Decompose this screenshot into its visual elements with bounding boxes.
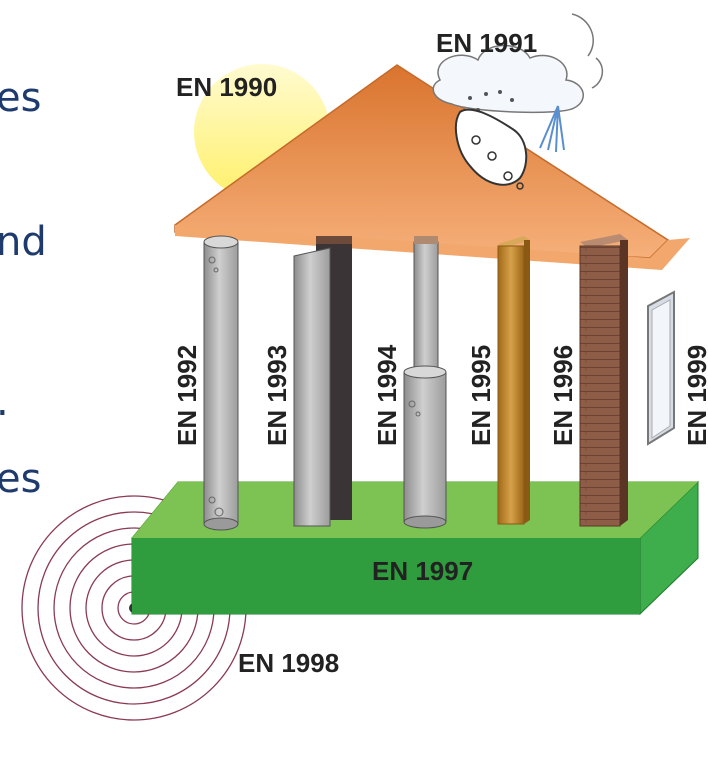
composite-column <box>403 236 447 529</box>
slide-text-fragment-3: es <box>0 456 42 502</box>
label-en1997: EN 1997 <box>372 556 473 586</box>
label-en1999: EN 1999 <box>682 345 708 446</box>
slide-text-fragment-4: . <box>0 382 9 422</box>
label-en1992: EN 1992 <box>172 345 202 446</box>
masonry-column <box>579 234 628 527</box>
label-en1998: EN 1998 <box>238 648 339 678</box>
label-en1996: EN 1996 <box>548 345 578 446</box>
label-en1994: EN 1994 <box>372 344 402 446</box>
timber-column <box>497 236 530 525</box>
aluminium-panel <box>647 290 675 446</box>
concrete-column <box>203 235 239 531</box>
slide-text-fragment-1: es <box>0 75 42 121</box>
label-en1991: EN 1991 <box>436 28 537 58</box>
label-en1993: EN 1993 <box>262 345 292 446</box>
slide-text-fragment-2: nd <box>0 219 47 265</box>
steel-column <box>293 236 352 527</box>
weather-icon <box>432 13 604 190</box>
label-en1990: EN 1990 <box>176 72 277 102</box>
label-en1995: EN 1995 <box>466 345 496 446</box>
